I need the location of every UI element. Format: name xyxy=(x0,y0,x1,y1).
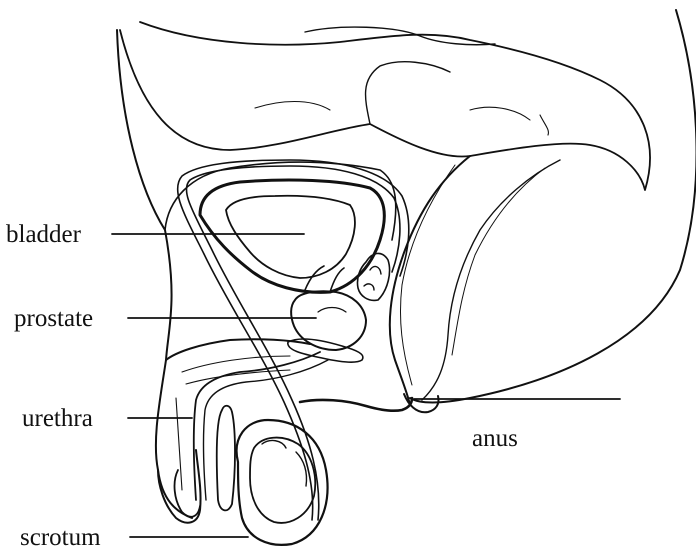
intestine-fold-3 xyxy=(255,102,548,136)
label-bladder: bladder xyxy=(6,221,82,248)
pelvic-cavity xyxy=(165,162,396,240)
corpus-channel xyxy=(217,406,235,511)
urethra-upper xyxy=(194,352,320,500)
perineum xyxy=(300,398,412,411)
label-scrotum: scrotum xyxy=(20,524,101,550)
label-urethra: urethra xyxy=(22,405,93,432)
body-outline-left xyxy=(117,30,192,518)
prostate-gland xyxy=(291,291,366,350)
intestine-outline xyxy=(120,22,650,190)
body-outline-right xyxy=(410,10,696,403)
testis xyxy=(250,438,315,523)
epididymis xyxy=(262,441,307,486)
rectum-inner xyxy=(422,160,560,400)
rectum-wall xyxy=(400,165,545,385)
vas-deferens-outer xyxy=(186,166,400,520)
label-prostate: prostate xyxy=(14,305,93,332)
label-anus: anus xyxy=(472,425,518,452)
seminal-vesicle xyxy=(357,253,389,300)
intestine-fold-2 xyxy=(366,62,450,124)
bladder-outer xyxy=(200,180,384,292)
seminal-vesicle-2 xyxy=(364,267,381,290)
prostate-inner xyxy=(318,308,346,313)
